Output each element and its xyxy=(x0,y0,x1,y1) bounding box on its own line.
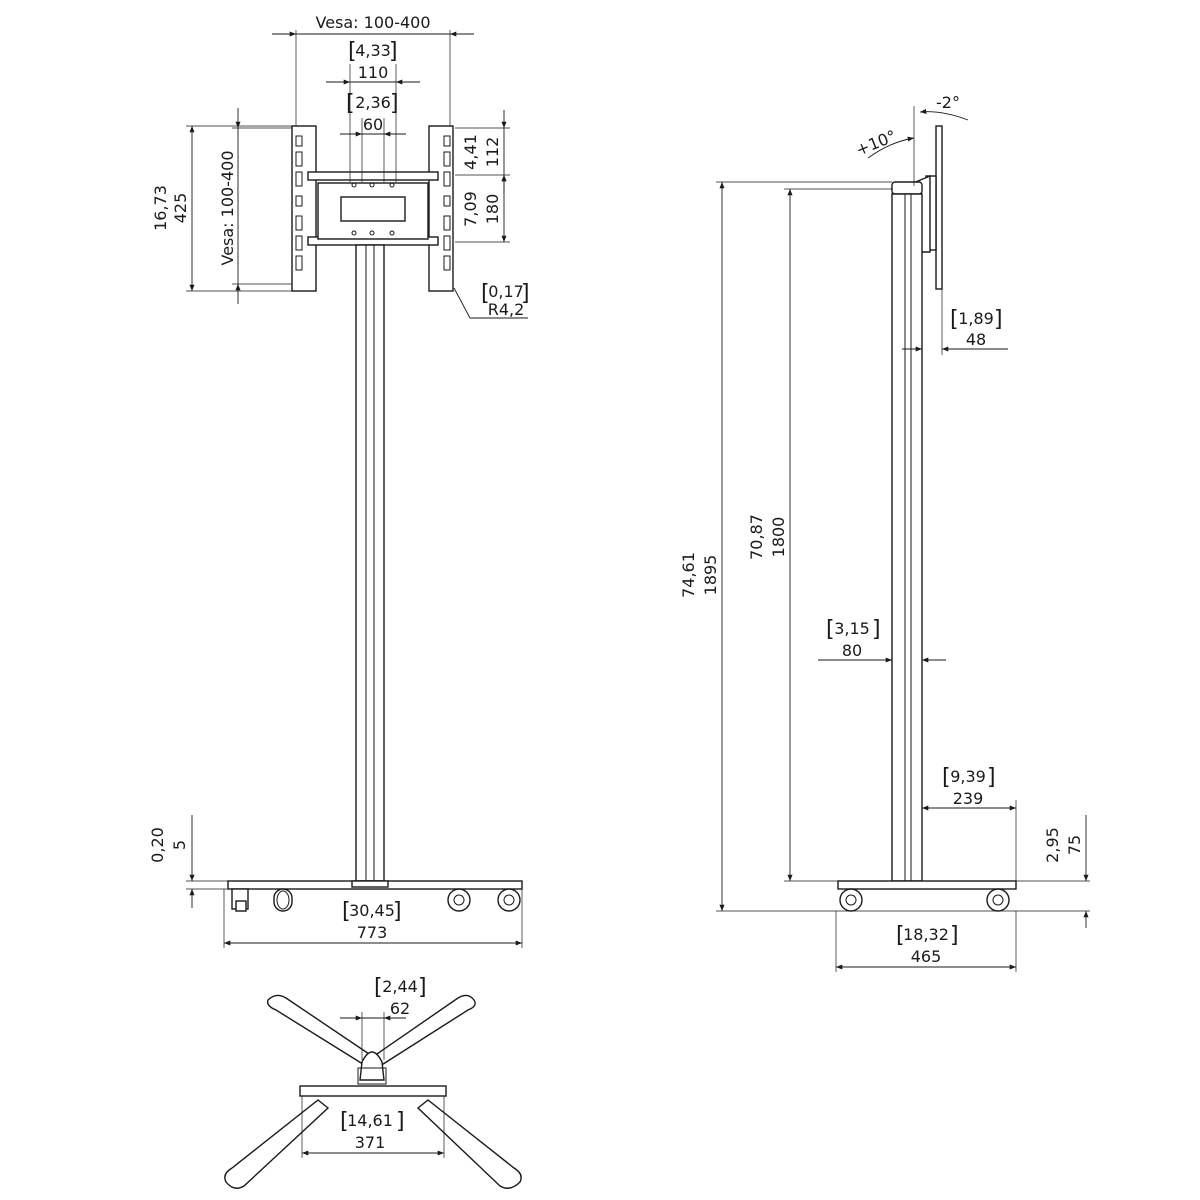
base-rear-mm: 239 xyxy=(953,789,984,808)
dim-1800: 70,87 1800 xyxy=(747,188,892,882)
svg-text:[: [ xyxy=(826,617,835,642)
plate-width-in: 14,61 xyxy=(347,1111,393,1130)
svg-text:]: ] xyxy=(396,1109,405,1134)
dim-48: [] 1,89 48 xyxy=(902,289,1008,355)
left-bracket xyxy=(291,125,317,292)
base-side xyxy=(837,880,1017,912)
svg-text:]: ] xyxy=(950,923,959,948)
dim-1895: 74,61 1895 xyxy=(679,181,1090,912)
dim-base-gap: 0,20 5 xyxy=(148,815,228,908)
width-110-in: 4,33 xyxy=(355,41,391,60)
column-width-in: 2,44 xyxy=(382,977,418,996)
svg-text:[: [ xyxy=(896,923,905,948)
dim-773: [] 30,45 773 xyxy=(223,889,523,948)
vesa-width-label: Vesa: 100-400 xyxy=(315,13,430,32)
base-depth-in: 18,32 xyxy=(903,925,949,944)
dim-75: 2,95 75 xyxy=(1016,815,1090,928)
svg-text:]: ] xyxy=(393,899,402,924)
dim-371: [] 14,61 371 xyxy=(301,1096,445,1158)
svg-text:]: ] xyxy=(389,39,398,64)
total-height-mm: 1895 xyxy=(701,555,720,596)
front-view: Vesa: 100-400 [] 4,33 110 [] 2,36 60 xyxy=(148,13,530,948)
base-rear-in: 9,39 xyxy=(950,767,986,786)
height-112-in: 4,41 xyxy=(461,134,480,170)
interface-plate xyxy=(317,182,429,240)
column-width-mm: 62 xyxy=(390,999,410,1018)
svg-text:[: [ xyxy=(348,39,357,64)
base-height-mm: 75 xyxy=(1065,835,1084,855)
caster-3 xyxy=(447,888,471,912)
dim-62: [] 2,44 62 xyxy=(340,975,427,1060)
column-height-in: 70,87 xyxy=(747,514,766,560)
svg-text:[: [ xyxy=(481,281,490,306)
width-60-in: 2,36 xyxy=(355,93,391,112)
caster-4 xyxy=(497,888,521,912)
depth-48-in: 1,89 xyxy=(958,309,994,328)
caster-side-2 xyxy=(986,888,1010,912)
top-view: [] 2,44 62 [] 14,61 371 xyxy=(224,975,522,1189)
dim-radius: [] 0,17 R4,2 xyxy=(453,281,530,319)
vesa-height-label: Vesa: 100-400 xyxy=(218,150,237,265)
column-front xyxy=(355,244,385,882)
column-top xyxy=(357,1051,387,1085)
column-height-mm: 1800 xyxy=(769,517,788,558)
radius-in: 0,17 xyxy=(488,282,524,301)
column-side xyxy=(891,193,923,882)
svg-text:[: [ xyxy=(942,765,951,790)
dim-tilt: +10° -2° xyxy=(853,93,969,186)
height-180-mm: 180 xyxy=(483,194,502,225)
dim-110: [] 4,33 110 xyxy=(326,39,420,182)
base-height-in: 2,95 xyxy=(1043,827,1062,863)
caster-side-1 xyxy=(839,888,863,912)
dim-239: [] 9,39 239 xyxy=(922,765,1017,881)
svg-text:[: [ xyxy=(346,91,355,116)
svg-text:[: [ xyxy=(340,1109,349,1134)
svg-text:]: ] xyxy=(521,281,530,306)
column-cap xyxy=(891,181,923,195)
caster-1 xyxy=(231,888,249,912)
svg-text:]: ] xyxy=(390,91,399,116)
depth-48-mm: 48 xyxy=(966,330,986,349)
column-depth-in: 3,15 xyxy=(834,619,870,638)
svg-text:]: ] xyxy=(418,975,427,1000)
plate-width-mm: 371 xyxy=(355,1133,386,1152)
dim-60: [] 2,36 60 xyxy=(340,91,406,182)
total-height-in: 74,61 xyxy=(679,552,698,598)
height-112-mm: 112 xyxy=(483,137,502,168)
right-bracket xyxy=(428,125,454,292)
tilt-up: +10° xyxy=(853,126,899,159)
column-depth-mm: 80 xyxy=(842,641,862,660)
svg-text:[: [ xyxy=(374,975,383,1000)
side-view: +10° -2° [] 1,89 48 74,61 1895 70,87 180… xyxy=(679,93,1090,972)
svg-text:]: ] xyxy=(872,617,881,642)
height-425-in: 16,73 xyxy=(151,185,170,231)
dim-80: [] 3,15 80 xyxy=(818,617,946,663)
base-depth-mm: 465 xyxy=(911,947,942,966)
base-gap-mm: 5 xyxy=(170,840,189,850)
dim-425: 16,73 425 xyxy=(151,125,292,292)
caster-2 xyxy=(273,888,293,912)
svg-text:[: [ xyxy=(342,899,351,924)
base-gap-in: 0,20 xyxy=(148,827,167,863)
dim-465: [] 18,32 465 xyxy=(835,911,1017,972)
dim-112: 4,41 112 xyxy=(455,110,510,193)
width-60-mm: 60 xyxy=(363,115,383,134)
dim-vesa-height: Vesa: 100-400 xyxy=(218,108,292,304)
svg-text:]: ] xyxy=(994,307,1003,332)
tilt-down: -2° xyxy=(936,93,960,112)
svg-text:[: [ xyxy=(950,307,959,332)
base-plate-top xyxy=(299,1085,447,1097)
base-front xyxy=(227,880,523,912)
svg-text:]: ] xyxy=(987,765,996,790)
dim-vesa-width: Vesa: 100-400 xyxy=(272,13,474,126)
dim-180: 7,09 180 xyxy=(455,175,510,243)
height-180-in: 7,09 xyxy=(461,191,480,227)
base-width-in: 30,45 xyxy=(349,901,395,920)
base-width-mm: 773 xyxy=(357,923,388,942)
radius-mm: R4,2 xyxy=(488,300,525,319)
width-110-mm: 110 xyxy=(358,63,389,82)
height-425-mm: 425 xyxy=(171,193,190,224)
